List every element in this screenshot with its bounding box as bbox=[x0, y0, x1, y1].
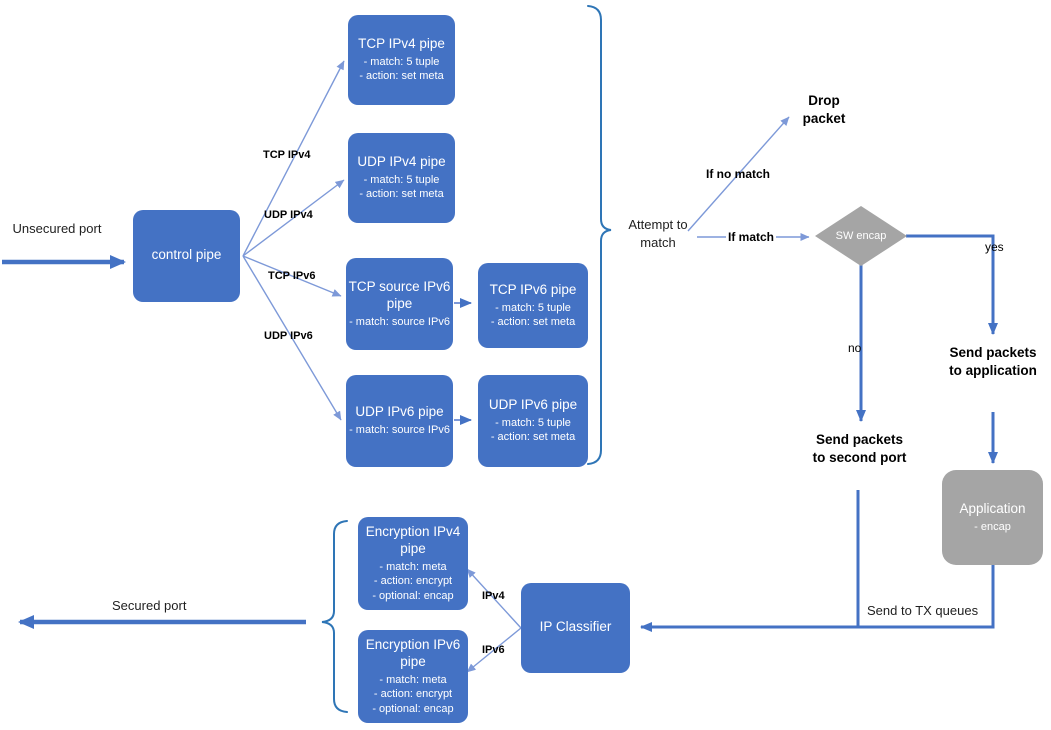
label-udp-ipv6: UDP IPv6 bbox=[264, 330, 313, 342]
node-control-pipe: control pipe bbox=[133, 210, 240, 302]
node-title: Application bbox=[959, 500, 1026, 516]
node-title: UDP IPv4 pipe bbox=[357, 154, 446, 170]
node-action: - action: encrypt bbox=[373, 688, 453, 701]
label-drop-packet: Drop packet bbox=[802, 93, 846, 127]
node-action: - action: set meta bbox=[490, 315, 576, 328]
right-brace bbox=[587, 5, 612, 465]
node-udp-ipv6-source-pipe: UDP IPv6 pipe - match: source IPv6 bbox=[346, 375, 453, 467]
node-match: - match: source IPv6 bbox=[349, 424, 450, 437]
label-secured-port: Secured port bbox=[112, 598, 187, 613]
edge-control-to-udp-ipv6 bbox=[242, 255, 342, 421]
edge-yes-to-send-app bbox=[906, 234, 998, 335]
node-ip-classifier: IP Classifier bbox=[521, 583, 630, 673]
edge-classifier-to-enc-ipv4 bbox=[466, 568, 522, 629]
node-action: - action: set meta bbox=[490, 431, 576, 444]
node-title: Encryption IPv4 pipe bbox=[365, 524, 461, 557]
node-action: - action: encrypt bbox=[373, 575, 453, 588]
node-udp-ipv6-pipe: UDP IPv6 pipe - match: 5 tuple - action:… bbox=[478, 375, 588, 467]
node-encryption-ipv6-pipe: Encryption IPv6 pipe - match: meta - act… bbox=[358, 630, 468, 723]
node-match: - match: 5 tuple bbox=[495, 417, 571, 430]
edge-control-to-udp-ipv4 bbox=[242, 179, 345, 257]
node-title: Encryption IPv6 pipe bbox=[365, 637, 461, 670]
label-no: no bbox=[848, 341, 862, 355]
label-ipv4: IPv4 bbox=[482, 590, 505, 602]
node-title: IP Classifier bbox=[539, 618, 612, 634]
node-action: - action: set meta bbox=[359, 70, 444, 83]
node-tcp-source-ipv6-pipe: TCP source IPv6 pipe - match: source IPv… bbox=[346, 258, 453, 350]
label-if-match: If match bbox=[726, 229, 777, 246]
node-tcp-ipv6-pipe: TCP IPv6 pipe - match: 5 tuple - action:… bbox=[478, 263, 588, 348]
node-match: - match: 5 tuple bbox=[363, 56, 440, 69]
node-optional: - optional: encap bbox=[372, 702, 454, 715]
node-title: control pipe bbox=[151, 246, 222, 262]
label-send-packets-application: Send packets to application bbox=[949, 345, 1037, 379]
label-send-packets-second-port: Send packets to second port bbox=[812, 432, 907, 466]
node-title: UDP IPv6 pipe bbox=[355, 404, 444, 420]
node-udp-ipv4-pipe: UDP IPv4 pipe - match: 5 tuple - action:… bbox=[348, 133, 455, 223]
label-udp-ipv4: UDP IPv4 bbox=[264, 209, 313, 221]
label-tcp-ipv4: TCP IPv4 bbox=[263, 149, 311, 161]
label-if-no-match: If no match bbox=[706, 167, 771, 181]
edge-control-to-tcp-ipv6 bbox=[242, 255, 342, 297]
edge-no-match-to-drop bbox=[687, 116, 790, 232]
label-send-to-tx-queues: Send to TX queues bbox=[867, 603, 979, 618]
node-tcp-ipv4-pipe: TCP IPv4 pipe - match: 5 tuple - action:… bbox=[348, 15, 455, 105]
left-brace bbox=[321, 520, 348, 713]
node-title: TCP source IPv6 pipe bbox=[348, 278, 451, 311]
edge-application-to-classifier bbox=[640, 565, 995, 632]
node-title: SW encap bbox=[835, 230, 887, 242]
node-action: - action: set meta bbox=[359, 188, 444, 201]
label-ipv6: IPv6 bbox=[482, 644, 505, 656]
edge-classifier-to-enc-ipv6 bbox=[466, 627, 522, 673]
node-match: - match: source IPv6 bbox=[349, 315, 450, 328]
node-encap: - encap bbox=[974, 520, 1011, 533]
label-yes: yes bbox=[985, 240, 1004, 254]
label-tcp-ipv6: TCP IPv6 bbox=[268, 270, 316, 282]
node-title: TCP IPv6 pipe bbox=[489, 281, 577, 297]
node-title: TCP IPv4 pipe bbox=[358, 36, 445, 52]
node-title: UDP IPv6 pipe bbox=[488, 397, 578, 413]
edge-control-to-tcp-ipv4 bbox=[242, 60, 345, 257]
node-match: - match: meta bbox=[379, 673, 447, 686]
node-optional: - optional: encap bbox=[372, 589, 454, 602]
node-application: Application - encap bbox=[942, 470, 1043, 565]
node-match: - match: 5 tuple bbox=[363, 174, 440, 187]
node-match: - match: 5 tuple bbox=[495, 301, 571, 314]
label-unsecured-port: Unsecured port bbox=[12, 221, 102, 236]
label-attempt-to-match: Attempt to match bbox=[628, 217, 688, 250]
node-match: - match: meta bbox=[379, 560, 447, 573]
node-encryption-ipv4-pipe: Encryption IPv4 pipe - match: meta - act… bbox=[358, 517, 468, 610]
